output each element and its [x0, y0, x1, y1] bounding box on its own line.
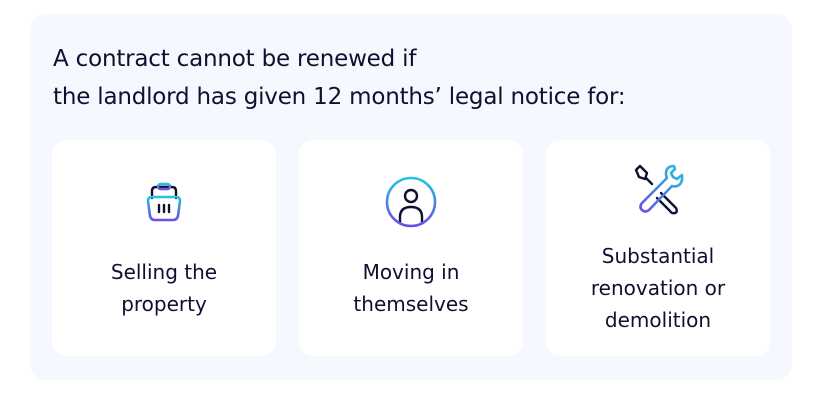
- reason-card-selling: Selling the property: [52, 140, 276, 356]
- notice-panel: A contract cannot be renewed if the land…: [30, 14, 792, 380]
- title-line-2: the landlord has given 12 months’ legal …: [53, 84, 626, 110]
- reason-card-renovation: Substantial renovation or demolition: [546, 140, 770, 356]
- card-label-line: Selling the: [110, 260, 218, 284]
- basket-icon: [146, 182, 182, 222]
- card-label-line: demolition: [604, 308, 712, 332]
- card-label-line: Moving in: [362, 260, 460, 284]
- page-title: A contract cannot be renewed if the land…: [53, 40, 626, 116]
- title-line-1: A contract cannot be renewed if: [53, 46, 417, 72]
- tools-icon: [634, 164, 684, 215]
- card-label-line: renovation or: [590, 276, 726, 300]
- card-label-line: themselves: [353, 292, 469, 316]
- reason-card-moving-in: Moving in themselves: [299, 140, 523, 356]
- card-label-line: Substantial: [601, 244, 715, 268]
- card-label-line: property: [121, 292, 207, 316]
- user-circle-icon: [385, 176, 437, 228]
